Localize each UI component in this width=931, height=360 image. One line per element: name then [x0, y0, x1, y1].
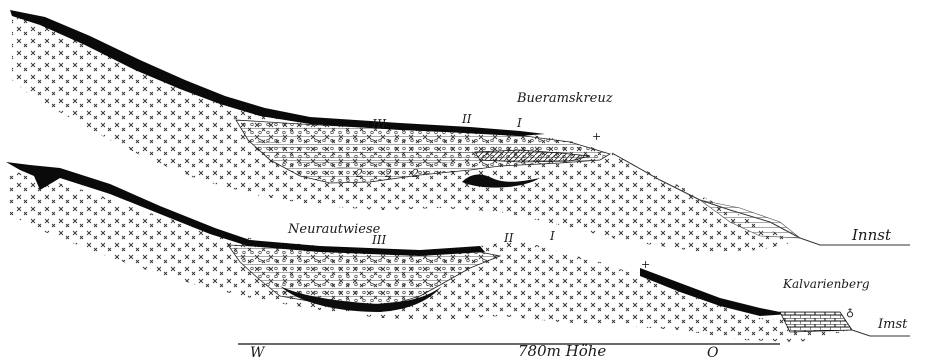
- cross-marker: +: [641, 258, 650, 271]
- lower-place-label: Neurautwiese: [287, 222, 381, 237]
- lower-terrace-label-i: I: [549, 229, 555, 243]
- elevation-label: 780m Höhe: [518, 342, 606, 360]
- upper-mark: 2: [384, 167, 392, 180]
- upper-mark: 2: [411, 167, 419, 180]
- baseline-group: W 780m Höhe O: [238, 342, 780, 360]
- upper-terrace-label-i: I: [516, 116, 522, 130]
- lower-terrace-label-ii: II: [503, 231, 514, 245]
- lower-hill-label: Kalvarienberg: [782, 277, 870, 291]
- east-label: O: [707, 345, 719, 360]
- lower-brick-block: [780, 312, 852, 332]
- lower-terrace-label-iii: III: [371, 233, 386, 247]
- cross-marker: +: [592, 130, 601, 143]
- upper-terrace-label-ii: II: [461, 112, 472, 126]
- upper-terrace-label-iii: III: [371, 117, 386, 131]
- upper-river-label: Innst: [851, 226, 892, 244]
- upper-mark: 2: [355, 167, 363, 180]
- upper-place-label: Bueramskreuz: [516, 91, 613, 106]
- lower-river-label: Imst: [877, 317, 908, 332]
- church-marker: ♁: [846, 306, 854, 319]
- west-label: W: [250, 345, 266, 360]
